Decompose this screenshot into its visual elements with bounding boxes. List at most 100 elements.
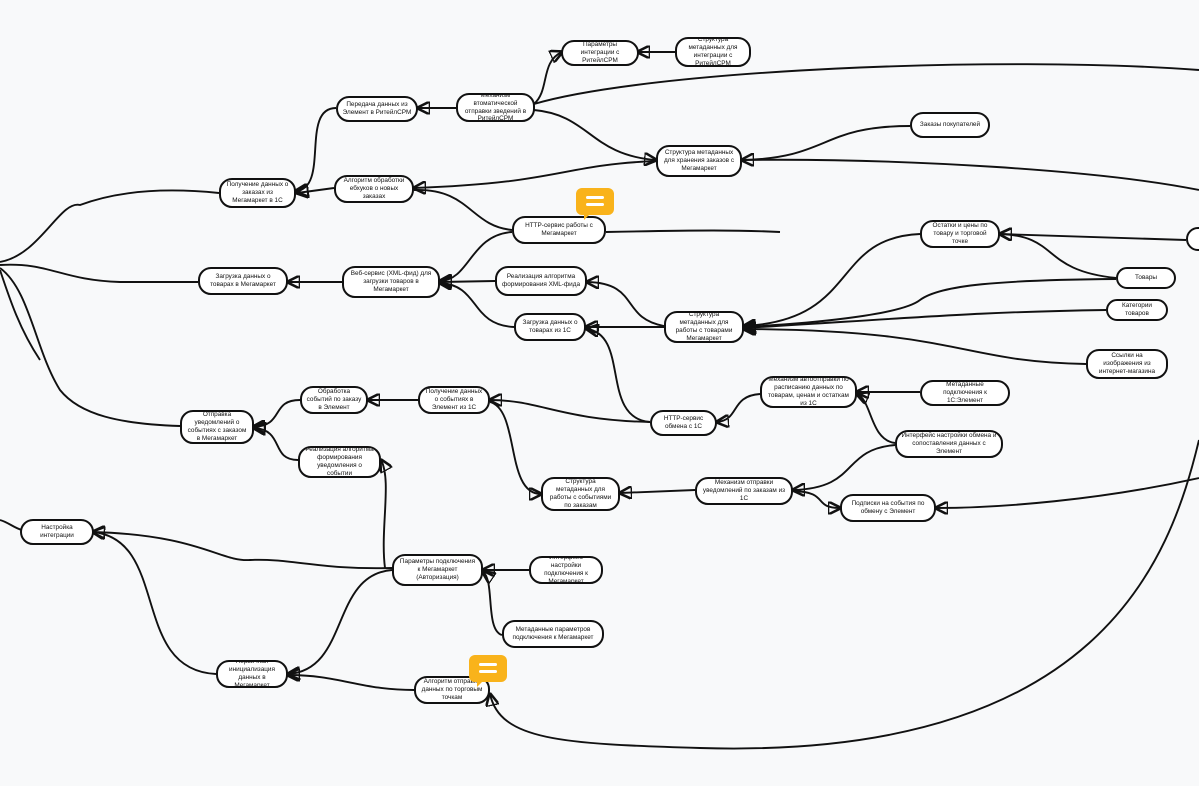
node-load-products-mm[interactable]: Загрузка данных о товарах в Мегамаркет — [198, 267, 288, 295]
comment-line — [586, 203, 604, 206]
node-setup[interactable]: Настройка интеграции — [20, 519, 94, 545]
connector — [742, 125, 911, 160]
node-label: Обработка событий по заказу в Элемент — [306, 388, 362, 411]
connector — [440, 281, 496, 282]
connector — [296, 107, 337, 191]
node-label: Алгоритм отправки данных по торговым точ… — [421, 678, 483, 701]
node-web-xml[interactable]: Веб-сервис (XML-фид) для загрузки товаро… — [342, 266, 440, 298]
node-http-orders[interactable]: HTTP-сервис работы с Мегамаркет — [512, 216, 606, 244]
connector — [413, 189, 513, 231]
node-get-orders[interactable]: Получение данных о заказах из Мегамаркет… — [219, 178, 296, 208]
node-params-retailcrm[interactable]: Параметры интеграции с РитейлCPM — [561, 40, 639, 66]
comment-line — [586, 196, 604, 199]
connector — [620, 490, 696, 493]
node-send-notify-1c[interactable]: Механизм отправки уведомлений по заказам… — [695, 477, 793, 505]
node-label: Метаданные подключения к 1С:Элемент — [943, 381, 987, 404]
connector — [792, 490, 840, 508]
connector — [489, 401, 541, 494]
node-transfer-retailcrm[interactable]: Передача данных из Элемент в РитейлCPM — [336, 96, 418, 122]
comment-icon[interactable] — [469, 655, 507, 687]
node-get-events[interactable]: Получение данных о событиях в Элемент из… — [418, 386, 490, 414]
connector — [288, 569, 393, 674]
connector — [483, 572, 503, 636]
node-label: Веб-сервис (XML-фид) для загрузки товаро… — [350, 270, 432, 293]
connector — [93, 532, 217, 675]
node-meta-retailcrm[interactable]: Структура метаданных для интеграции с Ри… — [675, 37, 751, 67]
connector — [587, 329, 651, 423]
node-label: Параметры интеграции с РитейлCPM — [580, 41, 620, 64]
node-label: Категории товаров — [1122, 302, 1152, 317]
connector — [93, 532, 393, 570]
connector — [741, 158, 1199, 191]
node-auto-send-schedule[interactable]: Механизм автоотправки по расписанию данн… — [760, 376, 857, 408]
connector — [0, 189, 220, 263]
node-label: Механизм втоматической отправки зведений… — [464, 93, 527, 122]
node-label: Интерфейс настройки подключения к Мегама… — [544, 556, 588, 584]
node-label: Товары — [1135, 274, 1157, 282]
node-label: Получение данных о событиях в Элемент из… — [425, 388, 483, 411]
connector — [533, 52, 562, 105]
connector — [1000, 234, 1117, 279]
node-meta-events[interactable]: Структура метаданных для работы с событи… — [541, 477, 620, 511]
node-label: Алгоритм обработки ебхуков о новых заказ… — [343, 177, 405, 200]
connector — [857, 394, 896, 444]
node-label: Загрузка данных о товарах в Мегамаркет — [210, 273, 276, 288]
connector — [587, 282, 665, 327]
connector — [533, 63, 1199, 105]
node-image-links[interactable]: Ссылки на изображения из интернет-магази… — [1086, 349, 1168, 379]
connector — [936, 477, 1199, 508]
node-label: Реализация алгоритма формирования уведом… — [305, 446, 374, 477]
node-customer-orders[interactable]: Заказы покупателей — [910, 112, 990, 138]
comment-line — [479, 663, 497, 666]
node-meta-conn-1c[interactable]: Метаданные подключения к 1С:Элемент — [920, 380, 1010, 406]
node-label: Метаданные параметров подключения к Мега… — [512, 626, 594, 641]
node-load-products-1c[interactable]: Загрузка данных о товарах из 1С — [514, 313, 586, 341]
node-label: Настройка интеграции — [40, 524, 74, 539]
node-label: Подписки на события по обмену с Элемент — [851, 500, 925, 515]
node-algo-xml[interactable]: Реализация алгоритма формирования XML-фи… — [495, 266, 587, 296]
comment-icon[interactable] — [576, 188, 614, 220]
node-categories[interactable]: Категории товаров — [1106, 299, 1168, 321]
node-label: Загрузка данных о товарах из 1С — [522, 319, 578, 334]
node-process-events[interactable]: Обработка событий по заказу в Элемент — [300, 386, 368, 414]
connector — [1000, 234, 1187, 240]
node-label: Механизм отправки уведомлений по заказам… — [702, 479, 786, 502]
node-meta-products[interactable]: Структура метаданных для работы с товара… — [664, 311, 744, 343]
connector — [744, 329, 1087, 365]
node-initial-init[interactable]: Первичная инициализация данных в Мегамар… — [216, 660, 288, 688]
connector — [605, 229, 781, 233]
connector — [288, 675, 415, 691]
connector — [0, 269, 41, 361]
connector — [0, 267, 181, 427]
node-meta-conn-params[interactable]: Метаданные параметров подключения к Мега… — [502, 620, 604, 648]
node-send-notifications[interactable]: Отправка уведомлений о событиях с заказо… — [180, 410, 254, 444]
comment-bubble — [469, 655, 507, 682]
node-ui-exchange[interactable]: Интерфейс настройки обмена и сопоставлен… — [895, 430, 1003, 458]
node-right-edge[interactable]: 1 — [1186, 227, 1199, 251]
connector — [253, 399, 301, 427]
node-meta-orders-store[interactable]: Структура метаданных для хранения заказо… — [656, 145, 742, 177]
node-conn-params[interactable]: Параметры подключения к Мегамаркет (Авто… — [392, 554, 483, 586]
node-ui-conn[interactable]: Интерфейс настройки подключения к Мегама… — [529, 556, 603, 584]
node-label: Структура метаданных для интеграции с Ри… — [688, 37, 738, 67]
node-products[interactable]: Товары — [1116, 267, 1176, 289]
node-label: Отправка уведомлений о событиях с заказо… — [187, 411, 247, 442]
node-label: Структура метаданных для работы с событи… — [549, 478, 612, 509]
connector — [490, 439, 1199, 750]
node-algo-webhooks[interactable]: Алгоритм обработки ебхуков о новых заказ… — [334, 175, 414, 203]
connector — [414, 160, 657, 188]
connector — [0, 263, 198, 283]
comment-line — [479, 670, 497, 673]
node-algo-notify[interactable]: Реализация алгоритма формирования уведом… — [298, 446, 381, 478]
connector — [744, 309, 1107, 328]
comment-tail — [477, 679, 485, 687]
node-subscriptions[interactable]: Подписки на события по обмену с Элемент — [840, 494, 936, 522]
node-auto-send-retailcrm[interactable]: Механизм втоматической отправки зведений… — [456, 93, 535, 122]
connector — [297, 188, 335, 193]
node-stock-prices[interactable]: Остатки и цены по товару и торговой точк… — [920, 220, 1000, 248]
connector — [793, 444, 896, 490]
node-http-exchange[interactable]: HTTP-сервис обмена с 1С — [650, 410, 717, 436]
node-label: Интерфейс настройки обмена и сопоставлен… — [901, 432, 997, 455]
